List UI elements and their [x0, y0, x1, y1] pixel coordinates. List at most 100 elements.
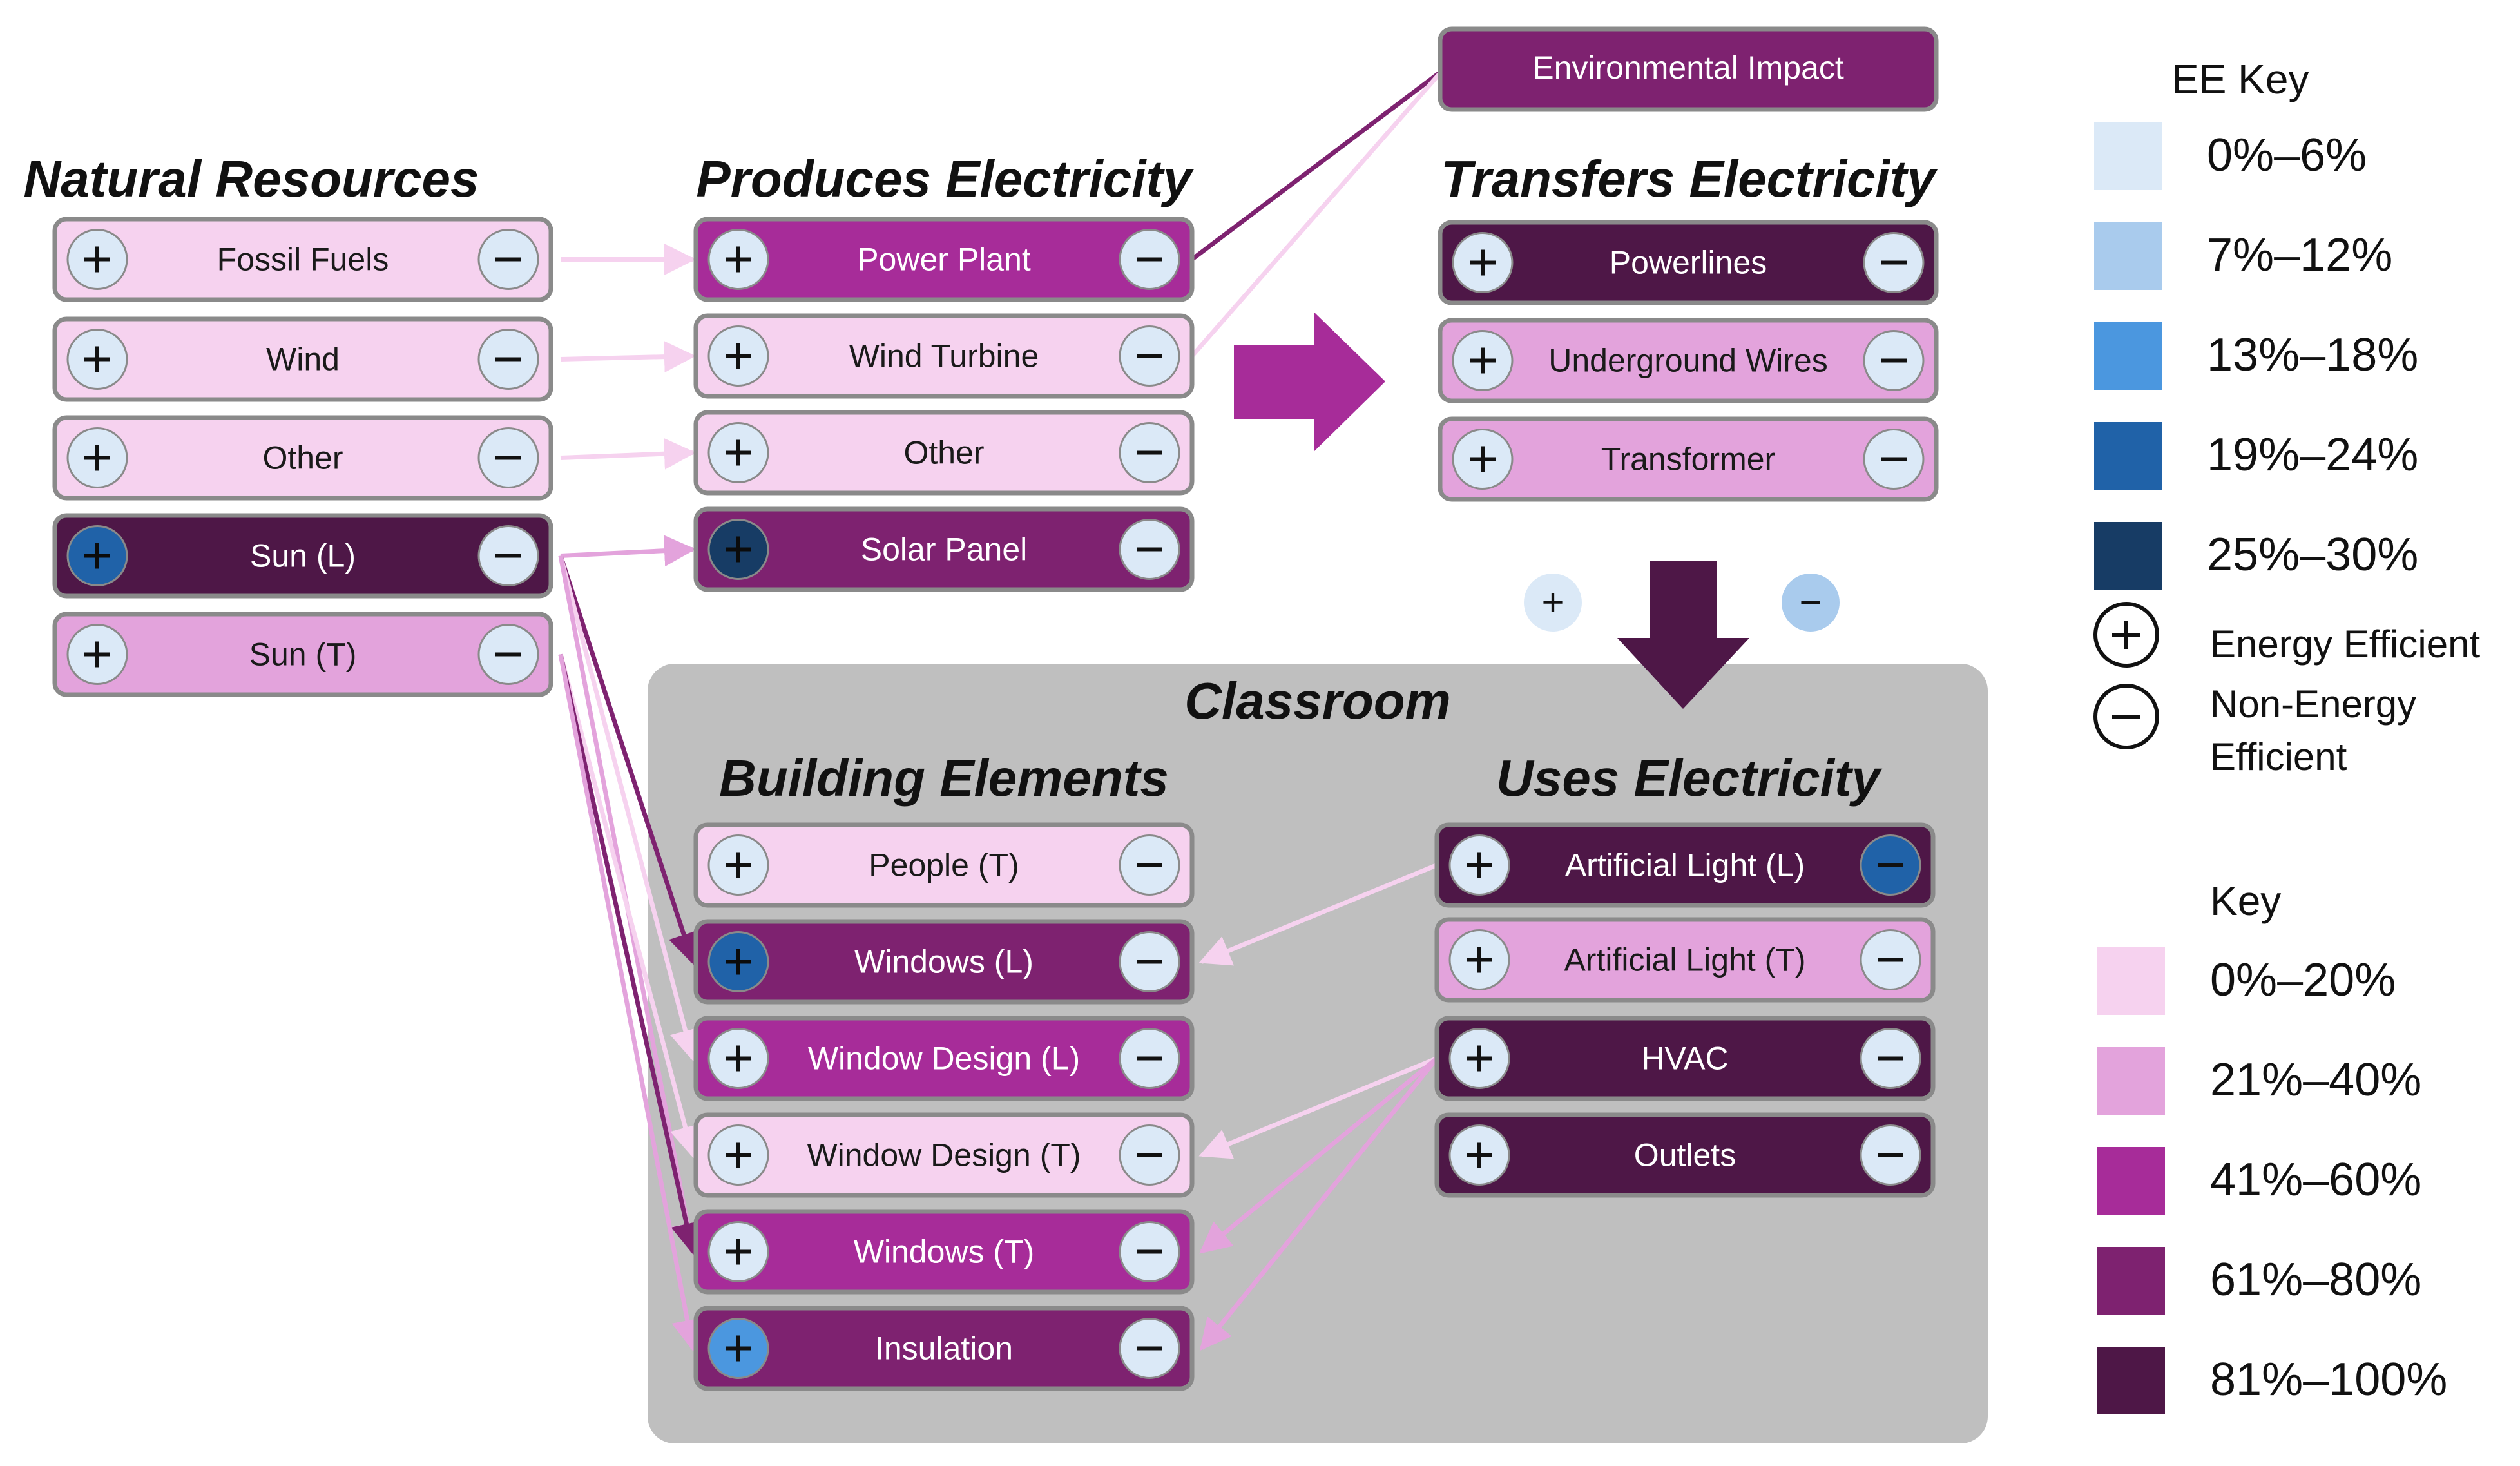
- node-underground: Underground Wires: [1438, 318, 1939, 403]
- node-box: [52, 217, 553, 302]
- node-box: [1438, 220, 1939, 305]
- environmental-impact-rect: [1438, 26, 1939, 112]
- edge-sun_l-to-windows_l: [558, 555, 699, 965]
- node-plus-icon: [66, 525, 128, 586]
- ee-key-label-0: 0%–6%: [2207, 130, 2367, 181]
- node-window_design_l: Window Design (L): [693, 1016, 1195, 1101]
- node-box: [693, 217, 1195, 302]
- node-label: Solar Panel: [861, 532, 1028, 568]
- ee-key-label-4: 25%–30%: [2207, 529, 2418, 581]
- node-box: [52, 415, 553, 501]
- node-minus-icon: [1119, 325, 1180, 387]
- node-minus-icon: [1863, 429, 1925, 490]
- node-minus-icon: [477, 229, 539, 290]
- node-fossil: Fossil Fuels: [52, 217, 553, 302]
- node-minus-icon: [1119, 1221, 1180, 1282]
- node-label: Transformer: [1601, 441, 1775, 477]
- node-plus-icon: [707, 931, 769, 992]
- ee-key-title: EE Key: [2171, 56, 2309, 102]
- ee-key-swatch-3: [2094, 422, 2162, 490]
- node-solar_panel: Solar Panel: [693, 506, 1195, 592]
- node-windows_l: Windows (L): [693, 919, 1195, 1005]
- ee-key-minus-label-1: Non-Energy: [2210, 682, 2416, 726]
- node-label: Underground Wires: [1548, 343, 1828, 379]
- node-label: Artificial Light (T): [1564, 942, 1805, 978]
- node-box: [1434, 1016, 1936, 1101]
- flow-plus-circle: [1524, 574, 1582, 632]
- flow-arrow-right: [1234, 313, 1385, 451]
- pct-key-swatch-2: [2097, 1147, 2165, 1215]
- node-plus-icon: [707, 229, 769, 290]
- node-minus-icon: [1119, 422, 1180, 483]
- edge-art_light_l-to-windows_l: [1198, 863, 1438, 966]
- node-minus-icon: [477, 525, 539, 586]
- node-minus-icon: [1119, 519, 1180, 580]
- node-label: Power Plant: [857, 242, 1031, 278]
- node-label: Powerlines: [1610, 245, 1767, 281]
- ee-key-minus-label-2: Efficient: [2210, 735, 2347, 778]
- ee-key: EE Key 0%–6%7%–12%13%–18%19%–24%25%–30% …: [2093, 56, 2480, 778]
- edge-hvac-to-insulation: [1199, 1057, 1439, 1351]
- node-box: [1434, 1112, 1936, 1198]
- edge-sun_t-to-windows_t: [558, 653, 702, 1255]
- pct-key-label-0: 0%–20%: [2210, 954, 2396, 1006]
- col-title-transfers: Transfers Electricity: [1441, 150, 1938, 207]
- ee-key-minus-circle: [2093, 684, 2159, 749]
- edge-sun_l-to-window_design_l: [558, 555, 701, 1062]
- node-art_light_t: Artificial Light (T): [1434, 917, 1936, 1003]
- col-title-building: Building Elements: [719, 749, 1169, 807]
- node-plus-icon: [1448, 1124, 1510, 1186]
- pct-key-swatch-1: [2097, 1047, 2165, 1115]
- ee-key-minus-icon: [2093, 684, 2159, 749]
- node-label: Wind Turbine: [849, 338, 1039, 374]
- pct-key-swatch-0: [2097, 947, 2165, 1015]
- pct-key-label-3: 61%–80%: [2210, 1254, 2421, 1306]
- edge-hvac-to-windows_t: [1199, 1056, 1439, 1254]
- col-title-uses: Uses Electricity: [1496, 749, 1882, 807]
- node-minus-icon: [477, 427, 539, 488]
- node-box: [52, 316, 553, 402]
- edge-sun_l-to-solar_panel: [560, 535, 696, 567]
- node-plus-icon: [66, 427, 128, 488]
- node-box: [693, 506, 1195, 592]
- node-sun_l: Sun (L): [52, 513, 553, 599]
- flow-plus-symbol: +: [1541, 581, 1564, 624]
- node-minus-icon: [477, 329, 539, 390]
- node-label: Wind: [266, 342, 340, 378]
- node-minus-icon: [1119, 229, 1180, 290]
- ee-key-label-2: 13%–18%: [2207, 329, 2418, 381]
- node-plus-icon: [1448, 1028, 1510, 1089]
- node-power_plant: Power Plant: [693, 217, 1195, 302]
- node-minus-icon: [1119, 1124, 1180, 1186]
- node-hvac: HVAC: [1434, 1016, 1936, 1101]
- edge-wind-to-wind_turbine: [560, 341, 696, 373]
- impact-link-power_plant: [1190, 69, 1444, 262]
- node-box: [693, 410, 1195, 496]
- ee-key-swatch-2: [2094, 322, 2162, 390]
- node-plus-icon: [66, 624, 128, 685]
- node-plus-icon: [707, 1124, 769, 1186]
- impact-link-wind_turbine: [1190, 69, 1444, 358]
- node-label: People (T): [869, 847, 1019, 883]
- node-label: Artificial Light (L): [1565, 847, 1805, 883]
- node-minus-icon: [1119, 1028, 1180, 1089]
- flow-arrow-down: [1617, 561, 1749, 709]
- node-other_pe: Other: [693, 410, 1195, 496]
- node-minus-icon: [1863, 232, 1925, 293]
- node-sun_t: Sun (T): [52, 612, 553, 697]
- ee-key-label-1: 7%–12%: [2207, 229, 2392, 281]
- node-wind_turbine: Wind Turbine: [693, 313, 1195, 399]
- node-box: [1434, 822, 1936, 908]
- node-transformer: Transformer: [1438, 416, 1939, 502]
- pct-key-label-2: 41%–60%: [2210, 1154, 2421, 1206]
- ee-key-swatch-4: [2094, 522, 2162, 590]
- edge-sun_t-to-insulation: [558, 653, 703, 1352]
- node-label: Window Design (L): [808, 1041, 1080, 1077]
- node-label: HVAC: [1641, 1041, 1728, 1077]
- node-label: Sun (T): [249, 637, 357, 673]
- flow-minus-symbol: −: [1799, 581, 1822, 624]
- node-plus-icon: [66, 329, 128, 390]
- pct-key-swatch-4: [2097, 1347, 2165, 1414]
